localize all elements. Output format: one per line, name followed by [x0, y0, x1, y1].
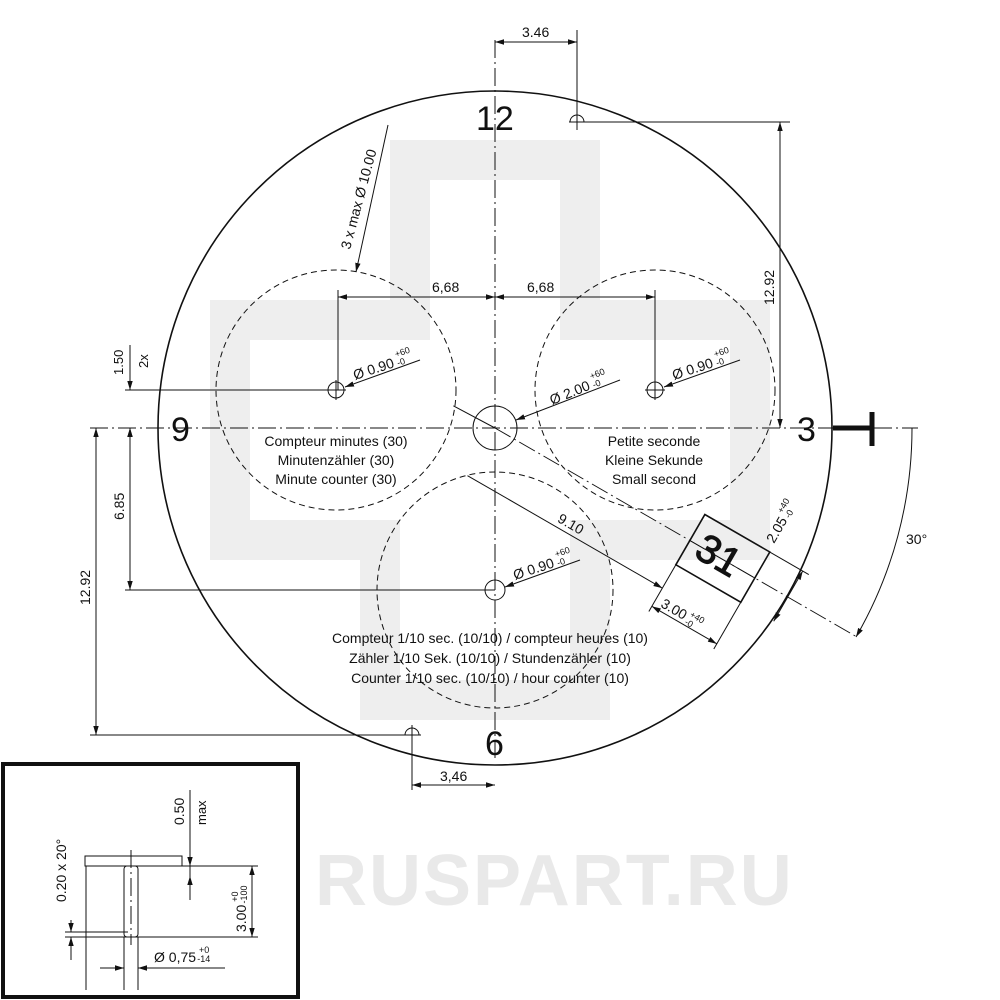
dim-bottom-offset: 3,46 [440, 768, 467, 784]
dim-right-height: 12.92 [761, 270, 777, 305]
svg-text:Compteur minutes (30): Compteur minutes (30) [264, 433, 407, 449]
dim-subdial-vertical: 1.50 [111, 350, 126, 375]
dial-foot-inset: 0.50 max 0.20 x 20° 3.00+0-100 Ø 0,75+0-… [1, 762, 300, 999]
inset-length: 3.00+0-100 [230, 885, 249, 932]
svg-text:Petite seconde: Petite seconde [608, 433, 701, 449]
dim-top-offset: 3.46 [522, 24, 549, 40]
svg-text:Minute counter (30): Minute counter (30) [275, 471, 396, 487]
svg-text:Kleine Sekunde: Kleine Sekunde [605, 452, 703, 468]
inset-chamfer: 0.20 x 20° [53, 839, 69, 902]
svg-text:Small second: Small second [612, 471, 696, 487]
watermark-text: RUSPART.RU [315, 841, 794, 921]
dim-date-angle: 30° [906, 531, 927, 547]
inset-head-height-note: max [194, 800, 209, 825]
dim-hole-center: Ø 2.00+60-0 [546, 366, 610, 408]
dim-bottom-subdial-vertical: 6.85 [111, 493, 127, 520]
svg-text:Minutenzähler (30): Minutenzähler (30) [278, 452, 395, 468]
svg-text:Counter 1/10 sec. (10/10) / ho: Counter 1/10 sec. (10/10) / hour counter… [351, 670, 629, 686]
hour-6: 6 [485, 725, 504, 763]
inset-diameter: Ø 0,75+0-14 [154, 945, 210, 965]
left-subdial [215, 269, 457, 511]
left-subdial-label: Compteur minutes (30) Minutenzähler (30)… [264, 433, 407, 487]
hour-3: 3 [797, 411, 816, 449]
right-subdial [534, 269, 776, 511]
hour-12: 12 [476, 100, 514, 138]
svg-text:Compteur 1/10 sec. (10/10) / c: Compteur 1/10 sec. (10/10) / compteur he… [332, 630, 648, 646]
hour-9: 9 [171, 411, 190, 449]
date-window [674, 513, 771, 604]
crown-icon [833, 412, 875, 446]
center-hole [472, 405, 518, 451]
dim-subdial-max-dia: 3 x max Ø 10.00 [337, 147, 379, 251]
dim-hole-right: Ø 0.90+60-0 [669, 345, 733, 383]
right-subdial-label: Petite seconde Kleine Sekunde Small seco… [605, 433, 703, 487]
bottom-subdial-label: Compteur 1/10 sec. (10/10) / compteur he… [332, 630, 648, 686]
dim-hole-left: Ø 0.90+60-0 [350, 345, 414, 383]
svg-text:Zähler 1/10 Sek. (10/10) / Stu: Zähler 1/10 Sek. (10/10) / Stundenzähler… [349, 650, 631, 666]
dim-hole-bottom: Ø 0.90+60-0 [510, 545, 574, 583]
dim-right-subdial-offset: 6,68 [527, 279, 554, 295]
dim-left-subdial-offset: 6,68 [432, 279, 459, 295]
dim-subdial-vertical-count: 2x [136, 354, 151, 368]
dim-left-height: 12.92 [77, 570, 93, 605]
inset-head-height: 0.50 [171, 798, 187, 825]
watermark: RUSPART.RU [210, 140, 794, 921]
